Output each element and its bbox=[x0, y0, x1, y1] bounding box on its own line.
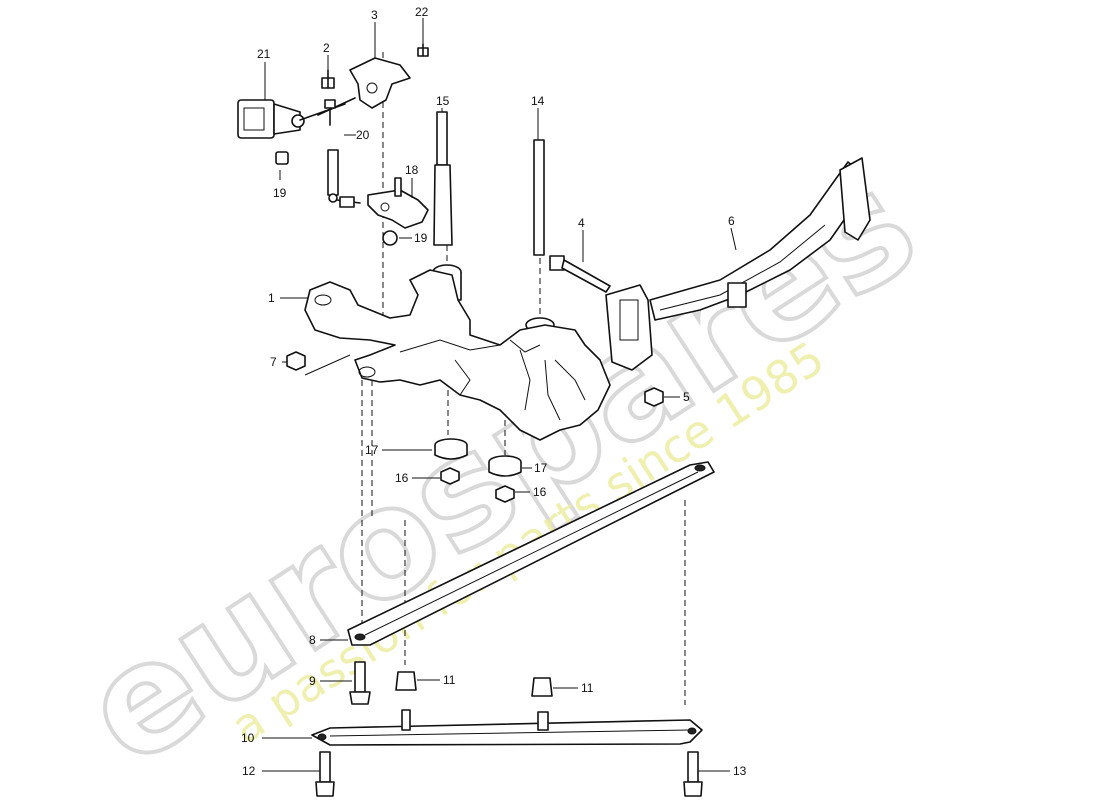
callout-22: 22 bbox=[415, 5, 429, 19]
callout-14: 14 bbox=[531, 94, 545, 108]
part-18-bracket bbox=[367, 177, 429, 246]
callout-4: 4 bbox=[578, 216, 585, 230]
callout-10: 10 bbox=[241, 731, 255, 745]
callout-11-right: 11 bbox=[581, 681, 594, 695]
callout-8: 8 bbox=[309, 633, 316, 647]
leader-lines bbox=[262, 18, 737, 772]
part-7-nut bbox=[286, 351, 351, 376]
callout-18: 18 bbox=[405, 163, 419, 177]
part-11-nut-right bbox=[531, 677, 553, 697]
part-5-nut bbox=[644, 387, 664, 407]
callout-16-right: 16 bbox=[533, 485, 547, 499]
part-16-nut-right bbox=[495, 485, 515, 503]
part-12-bolt bbox=[315, 751, 335, 797]
part-17-mount-left bbox=[434, 438, 468, 460]
part-6-spring-carrier bbox=[605, 157, 871, 371]
part-1-subframe bbox=[304, 269, 611, 441]
callout-19-right: 19 bbox=[414, 231, 428, 245]
callout-12: 12 bbox=[242, 764, 256, 778]
callout-11-left: 11 bbox=[443, 673, 456, 687]
callout-15: 15 bbox=[436, 94, 450, 108]
callout-labels: 21 2 3 22 15 14 4 6 20 18 19 19 1 7 5 17… bbox=[241, 5, 747, 778]
callout-7: 7 bbox=[270, 355, 277, 369]
callout-19-left: 19 bbox=[273, 186, 287, 200]
callout-20: 20 bbox=[356, 128, 370, 142]
callout-6: 6 bbox=[728, 214, 735, 228]
callout-9: 9 bbox=[309, 674, 316, 688]
part-4-bolt bbox=[549, 255, 611, 293]
part-8-strut bbox=[347, 461, 715, 646]
part-21-level-sensor bbox=[237, 99, 305, 139]
callout-1: 1 bbox=[268, 291, 275, 305]
part-9-bolt bbox=[349, 661, 371, 705]
part-10-lower-bar bbox=[311, 709, 703, 746]
part-11-nut-left bbox=[395, 671, 417, 691]
callout-13: 13 bbox=[733, 764, 747, 778]
part-2-3-20-linkage bbox=[275, 43, 429, 208]
callout-16-left: 16 bbox=[395, 471, 409, 485]
callout-17-left: 17 bbox=[365, 443, 379, 457]
callout-17-right: 17 bbox=[534, 461, 548, 475]
callout-2: 2 bbox=[323, 41, 330, 55]
part-16-nut-left bbox=[440, 467, 460, 485]
callout-3: 3 bbox=[371, 8, 378, 22]
callout-5: 5 bbox=[683, 390, 690, 404]
callout-21: 21 bbox=[257, 47, 271, 61]
part-17-mount-right bbox=[488, 455, 522, 477]
part-13-bolt bbox=[683, 751, 703, 797]
